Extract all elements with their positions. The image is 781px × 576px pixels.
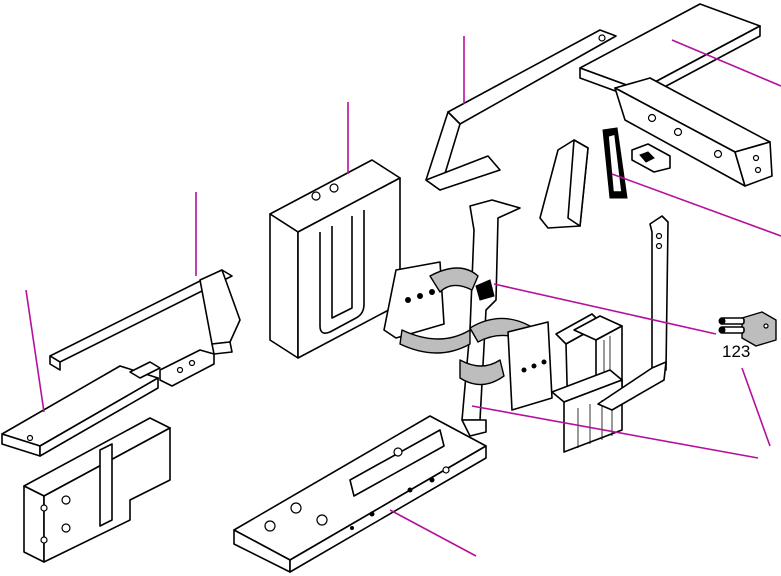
top-plate	[579, 3, 761, 101]
flat-plate	[1, 361, 161, 457]
lower-jaw	[459, 279, 553, 411]
small-clip	[631, 143, 671, 173]
rail-bar	[614, 77, 773, 187]
long-arm-plate	[49, 269, 241, 387]
reference-number: 123	[722, 342, 751, 361]
l-rod	[597, 215, 669, 411]
bent-arm	[425, 29, 617, 191]
bottom-left-block	[23, 417, 171, 563]
dark-gasket	[602, 127, 628, 199]
wedge-block	[539, 139, 589, 229]
upper-jaw	[383, 261, 479, 354]
base-plate	[233, 415, 487, 573]
housing-block	[269, 159, 401, 359]
fastener-kit	[718, 311, 777, 347]
leader-lines	[25, 36, 781, 557]
